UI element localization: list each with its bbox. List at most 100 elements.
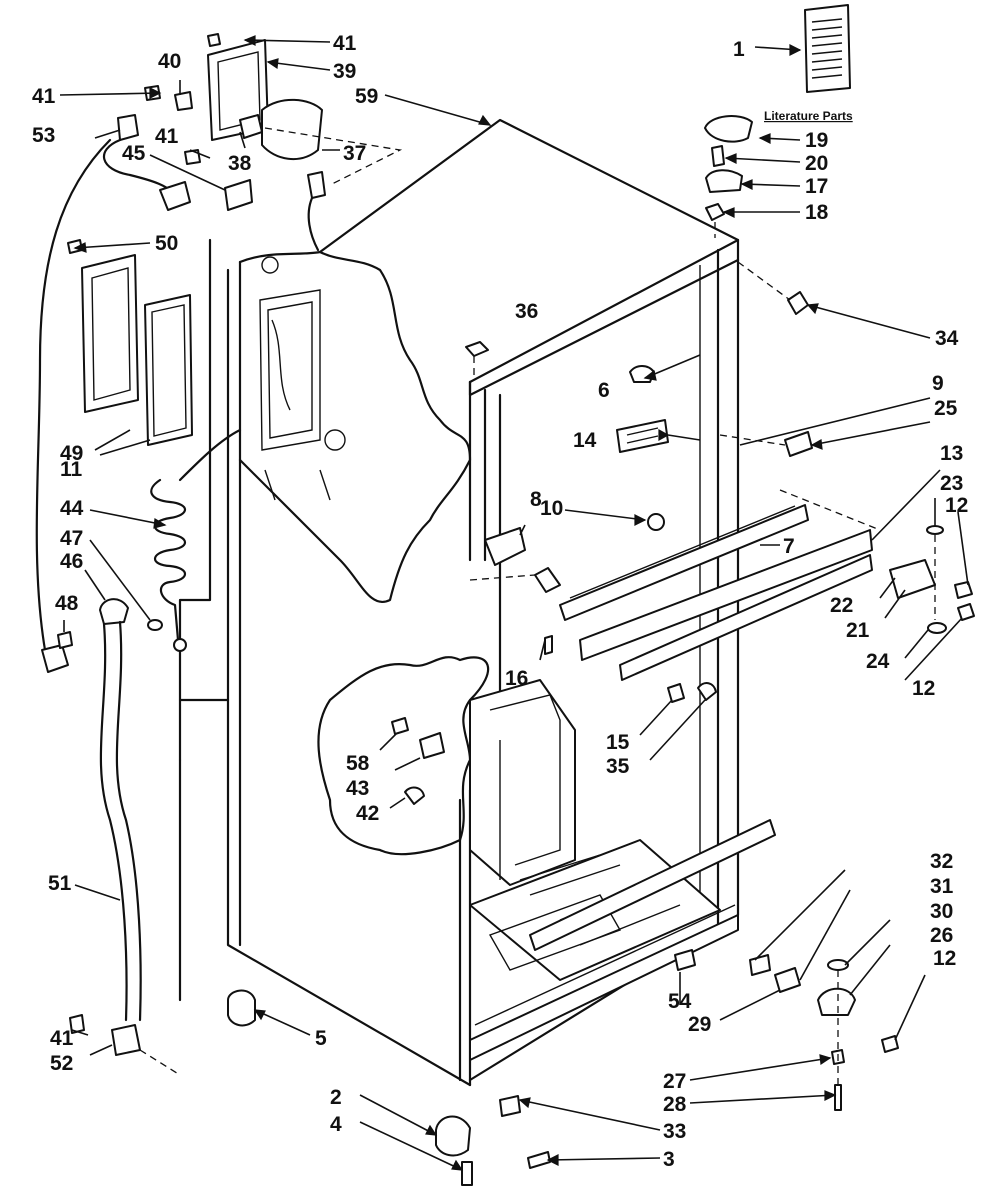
part-36-plug [465,341,489,357]
leader-2 [359,1094,437,1136]
part-13-lower-bar [619,554,873,681]
callout-36: 36 [515,300,538,323]
leader-41c [189,149,211,159]
hinge-cap-19 [704,115,753,143]
cabinet-top-flange [468,258,740,397]
part-58-screw [391,717,409,735]
leader-41b [59,92,161,96]
washer-23 [926,525,944,535]
leader-53 [94,129,121,139]
harness-connector [159,181,191,211]
part-35-cap [697,682,717,701]
part-7-rail-edge [569,505,796,599]
callout-9: 9 [932,372,944,395]
callout-42: 42 [356,802,379,825]
wiring-harness [35,114,191,673]
leader-32 [754,869,846,961]
center-hinge-assembly [889,525,975,634]
part-43-relay [419,732,445,759]
callout-41d: 41 [50,1027,74,1050]
arrow-19 [758,133,771,144]
arrow-41b [149,87,162,99]
part-34-dash [737,261,791,301]
callout-17: 17 [805,175,828,198]
part-25-screw [784,431,813,457]
part-15-screw [667,683,685,703]
liner-mark-2 [264,469,276,501]
callout-2: 2 [330,1086,342,1109]
callout-22: 22 [830,594,853,617]
arrow-44 [153,518,167,529]
clip-dash [139,1049,181,1076]
part-33-plate [499,1095,521,1117]
callout-47: 47 [60,527,83,550]
left-panels [67,239,193,446]
leader-41a [244,39,331,43]
arrow-20 [724,153,737,164]
callout-58: 58 [346,752,370,775]
leader-35 [649,699,706,761]
washer-24 [927,622,947,634]
callout-labels: Literature Parts 1 2 3 4 5 6 7 8 9 10 11… [32,32,968,1171]
arrow-1 [789,44,802,56]
callout-3: 3 [663,1148,675,1171]
leader-14 [667,434,701,441]
leader-3 [547,1157,661,1161]
arrow-18 [722,207,735,218]
panel-11-inner [151,304,187,437]
leader-33 [519,1099,661,1131]
callout-52: 52 [50,1052,73,1075]
mullion-rail-assembly [469,489,881,681]
leader-45 [149,154,226,191]
leader-47 [89,539,151,621]
callout-18: 18 [805,201,829,224]
leader-49 [94,429,131,451]
base-rail-edge [474,904,736,1026]
harness-53-plug [117,114,139,141]
leader-42 [389,797,406,809]
callout-1: 1 [733,38,745,61]
leader-13 [871,469,941,541]
screw-3 [527,1151,551,1169]
leader-59 [384,94,491,126]
callout-24: 24 [866,650,890,673]
left-outline-edge [178,238,212,762]
cabinet-cutaway-lower [317,656,490,856]
leader-9 [739,397,931,446]
callout-35: 35 [606,755,630,778]
screw-12-a [954,581,973,599]
callout-34: 34 [935,327,959,350]
panel-49 [81,254,139,413]
callout-14: 14 [573,429,597,452]
callout-30: 30 [930,900,953,923]
coil-44-lead [178,428,242,482]
callout-40: 40 [158,50,181,73]
screw-4 [461,1161,473,1186]
callout-45: 45 [122,142,146,165]
callout-19: 19 [805,129,828,152]
callout-32: 32 [930,850,953,873]
control-40-clip [174,91,193,111]
screw-41-top [207,33,221,47]
callout-5: 5 [315,1027,327,1050]
tube-51-outer [115,620,142,1022]
leader-5 [254,1009,311,1036]
hinge-pin-20 [711,145,725,167]
callout-41c: 41 [155,125,179,148]
coil-44 [150,428,242,652]
leader-20 [725,157,801,163]
callout-49: 49 [60,442,83,465]
part-54-clip [674,949,696,971]
arrow-6 [643,369,657,381]
callout-38: 38 [228,152,252,175]
base-front-rail [469,914,739,1061]
arrow-41a [243,35,256,46]
part-13-crossbar [579,529,873,661]
arrow-27 [819,1054,832,1066]
leader-lines [59,39,969,1171]
arrow-33 [518,1097,531,1109]
power-cord [35,138,112,652]
leveler-26 [817,987,856,1016]
part-45-block [224,179,253,211]
callout-41a: 41 [333,32,357,55]
